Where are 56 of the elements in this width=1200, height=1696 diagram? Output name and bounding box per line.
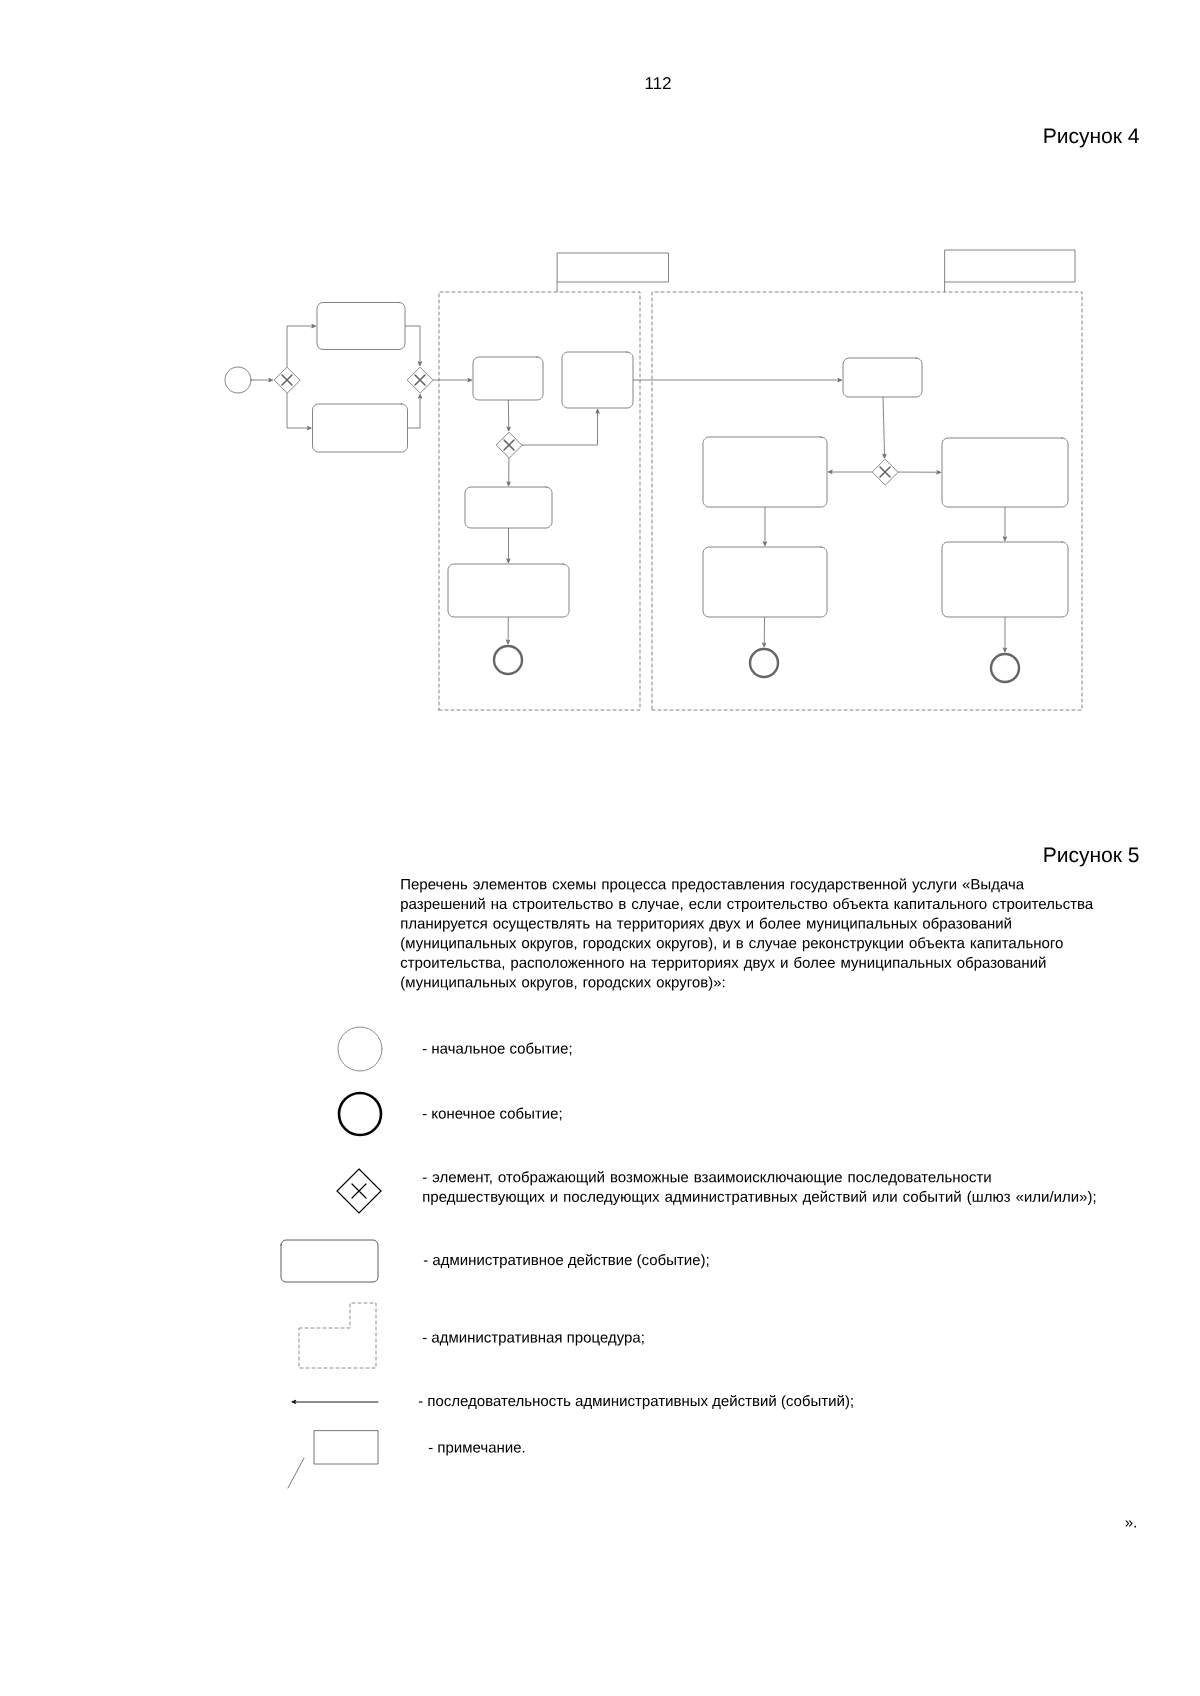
- description-paragraph: Перечень элементов схемы процесса предоставления государственной услуги «Выдача разрешений на строительство в случае, если строительство объекта капитального строительства планируется осуществлять на территориях двух и более муниципальных образований (муниципальных округов, городских округов), и в случае реконструкции объекта капитального строительства, расположенного на территориях двух и более муниципальных образований (муниципальных округов, городских округов)»:: [400, 878, 1094, 991]
- arrow: [506, 457, 511, 486]
- legend-text: - элемент, отображающий возможные взаимоисключающие последовательности предшествующих и последующих административных действий или событий (шлюз «или/или»);: [422, 1171, 1096, 1205]
- leader-line: [556, 282, 558, 292]
- gateway-diamond: [273, 366, 301, 394]
- start-event-circle: [224, 366, 252, 394]
- arrow: [286, 393, 312, 430]
- task-box: [702, 436, 828, 508]
- task-box: [312, 403, 408, 453]
- legend-text: - конечное событие;: [422, 1107, 562, 1121]
- task-box: [842, 357, 923, 398]
- procedure-frame: [651, 291, 1083, 711]
- gateway-diamond: [495, 431, 523, 459]
- figure-title: Рисунок 4: [1044, 128, 1139, 148]
- task-box: [941, 541, 1069, 618]
- arrow: [762, 617, 767, 648]
- legend-text: - примечание.: [428, 1444, 525, 1456]
- note-box: [557, 252, 669, 283]
- arrow: [828, 470, 872, 474]
- end-event-circle: [492, 644, 524, 676]
- page-number: 112: [645, 77, 671, 89]
- arrow: [433, 378, 472, 382]
- figure-title: Рисунок 5: [1044, 847, 1139, 867]
- arrow: [286, 324, 316, 367]
- arrow: [763, 507, 767, 546]
- task-box: [941, 437, 1069, 508]
- legend-text: - последовательность административных действий (событий);: [418, 1394, 853, 1410]
- closing-quote: ».: [1125, 1520, 1136, 1528]
- arrow: [506, 400, 511, 432]
- arrow: [251, 378, 273, 382]
- procedure-frame: [438, 291, 641, 711]
- arrow: [897, 470, 941, 475]
- end-event-circle: [989, 652, 1021, 684]
- arrow: [633, 378, 842, 382]
- arrow: [407, 394, 422, 429]
- legend-text: - административное действие (событие);: [423, 1253, 709, 1269]
- task-box: [447, 563, 570, 618]
- task-box: [472, 356, 544, 401]
- arrow: [1003, 507, 1007, 541]
- note-box: [944, 249, 1076, 283]
- gateway-diamond: [406, 366, 434, 394]
- arrow: [506, 617, 511, 645]
- arrow: [1003, 617, 1007, 653]
- task-box: [464, 486, 553, 529]
- task-box: [702, 546, 828, 618]
- task-box: [561, 351, 634, 409]
- gateway-diamond: [871, 458, 899, 486]
- arrow: [882, 397, 887, 459]
- legend-text: - административная процедура;: [422, 1334, 644, 1346]
- legend-text: - начальное событие;: [422, 1042, 572, 1056]
- leader-line: [944, 282, 945, 292]
- end-event-circle: [748, 647, 780, 679]
- arrow: [506, 528, 511, 563]
- arrow: [405, 325, 422, 366]
- task-box: [316, 302, 406, 350]
- arrow: [522, 409, 600, 446]
